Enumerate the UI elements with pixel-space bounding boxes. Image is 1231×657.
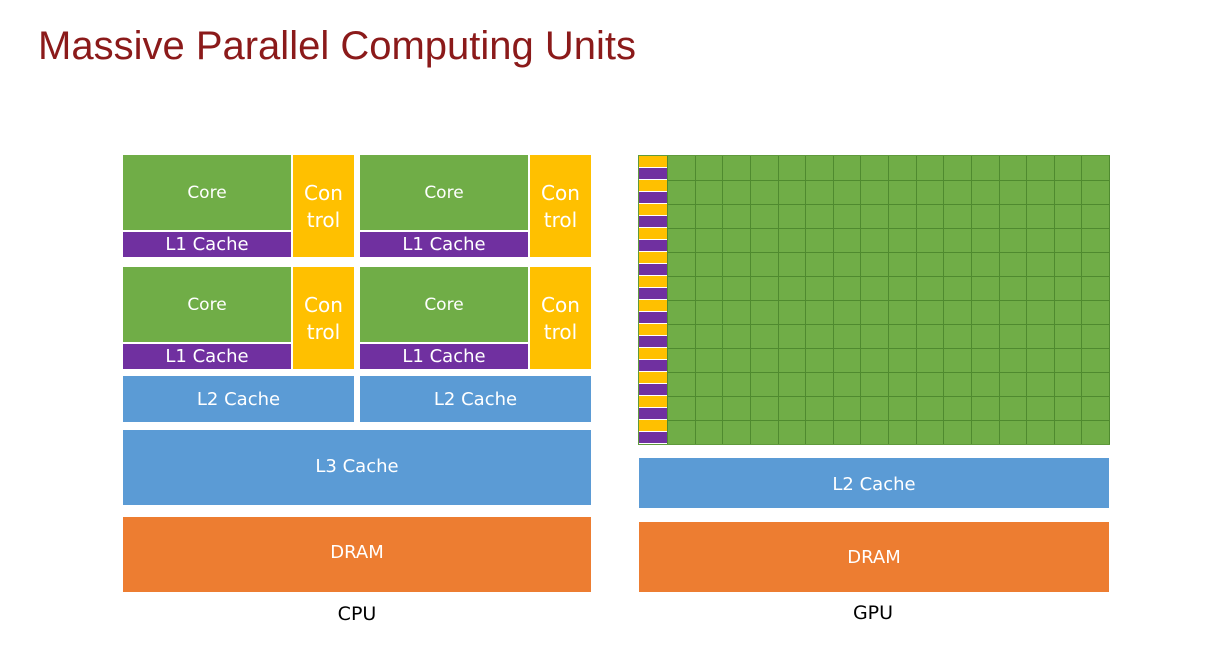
gpu-l1-stripe (639, 312, 667, 324)
gpu-control-stripe (639, 420, 667, 432)
gpu-l1-stripe (639, 192, 667, 204)
gpu-l1-stripe (639, 408, 667, 420)
gpu-grid-line-horizontal (667, 396, 1109, 397)
cpu-dram: DRAM (122, 516, 592, 593)
cpu-control-3-label-b: trol (306, 320, 341, 344)
gpu-l1-stripe (639, 168, 667, 180)
gpu-dram: DRAM (638, 521, 1110, 593)
cpu-l2-cache-2: L2 Cache (359, 375, 592, 423)
gpu-control-stripe (639, 396, 667, 408)
cpu-l1-cache-2: L1 Cache (359, 231, 529, 258)
gpu-grid-line-horizontal (667, 300, 1109, 301)
gpu-control-cache-column (639, 156, 667, 444)
gpu-grid-line-horizontal (667, 228, 1109, 229)
cpu-core-2-label: Core (424, 183, 464, 203)
gpu-l1-stripe (639, 384, 667, 396)
gpu-grid-line-horizontal (667, 348, 1109, 349)
gpu-dram-label: DRAM (847, 546, 901, 568)
cpu-core-3-label: Core (187, 295, 227, 315)
cpu-control-1-label-b: trol (306, 208, 341, 232)
gpu-control-stripe (639, 324, 667, 336)
cpu-control-2-label-b: trol (543, 208, 578, 232)
gpu-control-stripe (639, 228, 667, 240)
gpu-control-stripe (639, 252, 667, 264)
cpu-l1-cache-3: L1 Cache (122, 343, 292, 370)
cpu-control-4-label-b: trol (543, 320, 578, 344)
gpu-control-stripe (639, 348, 667, 360)
cpu-control-4-label-a: Con (541, 293, 580, 317)
gpu-control-stripe (639, 300, 667, 312)
cpu-l2-cache-2-label: L2 Cache (433, 388, 518, 410)
gpu-l1-stripe (639, 216, 667, 228)
cpu-core-4-label: Core (424, 295, 464, 315)
cpu-caption: CPU (337, 603, 377, 625)
gpu-l1-stripe (639, 432, 667, 444)
cpu-control-1: Con trol (292, 154, 355, 258)
gpu-l1-stripe (639, 288, 667, 300)
cpu-l1-cache-4-label: L1 Cache (402, 346, 486, 367)
gpu-l2-cache-label: L2 Cache (832, 473, 916, 495)
gpu-grid-line-horizontal (667, 324, 1109, 325)
cpu-l3-cache-label: L3 Cache (315, 456, 399, 477)
cpu-control-2-label-a: Con (541, 181, 580, 205)
cpu-l1-cache-3-label: L1 Cache (165, 346, 249, 367)
gpu-grid-line-horizontal (667, 276, 1109, 277)
gpu-l1-stripe (639, 336, 667, 348)
cpu-dram-label: DRAM (330, 542, 384, 563)
cpu-l3-cache: L3 Cache (122, 429, 592, 506)
gpu-caption: GPU (852, 602, 894, 624)
cpu-core-2: Core (359, 154, 529, 231)
cpu-core-3: Core (122, 266, 292, 343)
cpu-control-4: Con trol (529, 266, 592, 370)
gpu-control-stripe (639, 180, 667, 192)
cpu-control-3-label-a: Con (304, 293, 343, 317)
gpu-grid-line-horizontal (667, 180, 1109, 181)
cpu-l1-cache-4: L1 Cache (359, 343, 529, 370)
gpu-control-stripe (639, 276, 667, 288)
cpu-l1-cache-1-label: L1 Cache (165, 234, 249, 255)
gpu-grid-line-horizontal (667, 252, 1109, 253)
gpu-grid-line-vertical (1109, 156, 1110, 444)
gpu-l1-stripe (639, 240, 667, 252)
gpu-control-stripe (639, 204, 667, 216)
cpu-l1-cache-2-label: L1 Cache (402, 234, 486, 255)
cpu-control-2: Con trol (529, 154, 592, 258)
gpu-grid-line-horizontal (667, 420, 1109, 421)
gpu-l2-cache: L2 Cache (638, 457, 1110, 509)
cpu-control-1-label-a: Con (304, 181, 343, 205)
gpu-grid-line-horizontal (667, 204, 1109, 205)
gpu-control-stripe (639, 372, 667, 384)
cpu-core-4: Core (359, 266, 529, 343)
cpu-control-3: Con trol (292, 266, 355, 370)
gpu-l1-stripe (639, 360, 667, 372)
cpu-l2-cache-1-label: L2 Cache (196, 388, 281, 410)
gpu-grid-line-horizontal (667, 372, 1109, 373)
cpu-l2-cache-1: L2 Cache (122, 375, 355, 423)
gpu-core-grid (638, 155, 1110, 445)
slide-title: Massive Parallel Computing Units (38, 24, 637, 68)
cpu-core-1: Core (122, 154, 292, 231)
gpu-l1-stripe (639, 264, 667, 276)
cpu-core-1-label: Core (187, 183, 227, 203)
gpu-control-stripe (639, 156, 667, 168)
cpu-l1-cache-1: L1 Cache (122, 231, 292, 258)
